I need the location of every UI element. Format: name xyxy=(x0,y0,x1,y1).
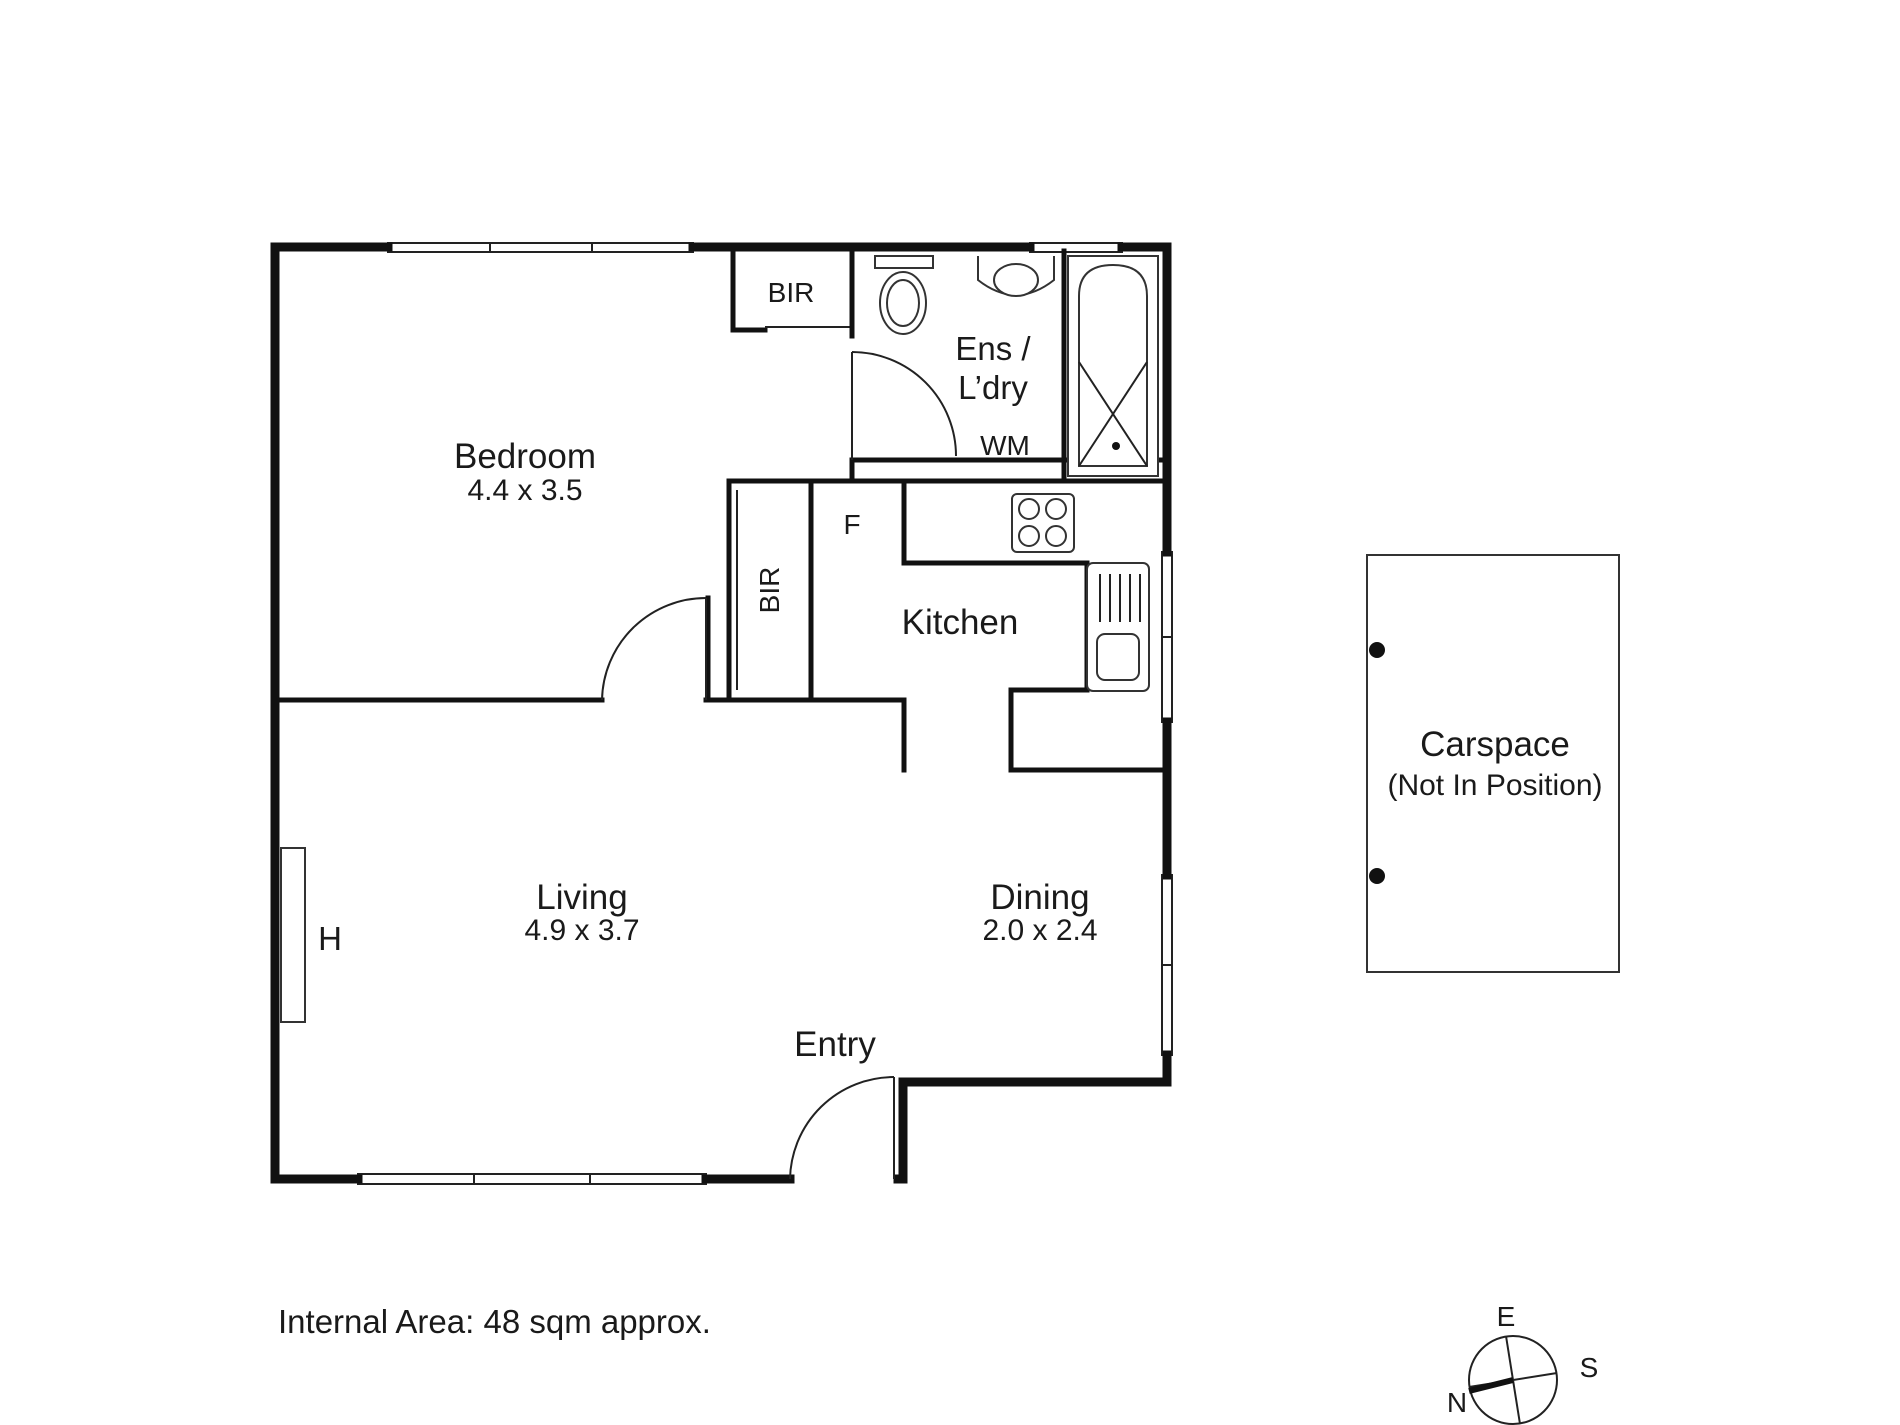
window-bedroom-north xyxy=(387,242,694,253)
windows xyxy=(357,242,1173,1185)
window-ensuite-north xyxy=(1029,242,1123,253)
carspace xyxy=(1366,554,1620,973)
washing-machine-label: WM xyxy=(980,430,1030,461)
labels: Bedroom 4.4 x 3.5 BIR BIR Ens / L’dry WM… xyxy=(278,277,1603,1418)
toilet-icon xyxy=(874,255,934,269)
kitchen-label: Kitchen xyxy=(902,603,1019,642)
fridge-label: F xyxy=(843,509,860,540)
compass-south-label: S xyxy=(1580,1352,1599,1383)
entry-label: Entry xyxy=(794,1025,876,1064)
heater-icon xyxy=(280,847,306,1023)
compass-north-label: N xyxy=(1447,1387,1467,1418)
ensuite-label: Ens / xyxy=(955,330,1031,367)
compass-east-label: E xyxy=(1497,1301,1516,1332)
compass-icon xyxy=(1468,1335,1558,1425)
door-bedroom-swing xyxy=(601,597,707,701)
door-ensuite-swing xyxy=(851,351,957,457)
bir-top-label: BIR xyxy=(768,277,815,308)
internal-area-text: Internal Area: 48 sqm approx. xyxy=(278,1303,711,1340)
carspace-post xyxy=(1369,868,1385,884)
carspace-note: (Not In Position) xyxy=(1387,769,1602,802)
door-entry-swing xyxy=(789,1076,895,1180)
bedroom-label: Bedroom xyxy=(454,437,596,476)
heater-label: H xyxy=(318,920,342,957)
living-size: 4.9 x 3.7 xyxy=(524,914,639,947)
doors xyxy=(601,351,957,1180)
bedroom-size: 4.4 x 3.5 xyxy=(467,474,582,507)
carspace-label: Carspace xyxy=(1420,725,1570,764)
fixtures xyxy=(280,255,1159,1023)
carspace-outline xyxy=(1366,554,1620,973)
bir-side-label: BIR xyxy=(754,567,785,614)
window-living-south xyxy=(357,1173,707,1185)
laundry-label: L’dry xyxy=(958,369,1028,406)
dining-label: Dining xyxy=(990,878,1089,917)
dining-size: 2.0 x 2.4 xyxy=(982,914,1097,947)
carspace-post xyxy=(1369,642,1385,658)
exterior-walls xyxy=(270,242,1172,1184)
living-label: Living xyxy=(536,878,627,917)
